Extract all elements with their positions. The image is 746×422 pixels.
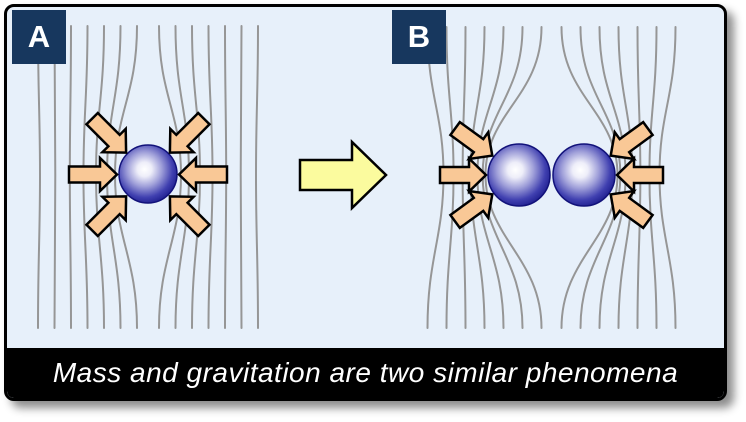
field-line bbox=[254, 25, 259, 329]
force-arrow-icon bbox=[448, 120, 494, 161]
gravitation-diagram bbox=[37, 25, 677, 329]
diagram-frame: A B Mass and gravitation are two similar… bbox=[4, 4, 727, 401]
force-arrow-icon bbox=[177, 155, 229, 194]
field-line bbox=[53, 25, 57, 329]
transition-arrow-icon bbox=[298, 139, 388, 211]
field-line bbox=[239, 25, 243, 329]
force-arrow-icon bbox=[67, 155, 119, 194]
force-arrow-icon bbox=[448, 189, 494, 230]
force-arrow-icon bbox=[609, 189, 655, 230]
field-line bbox=[37, 25, 42, 329]
mass-sphere-a bbox=[118, 144, 178, 204]
force-arrow-icon bbox=[84, 195, 128, 238]
panel-b-force-arrows bbox=[438, 120, 665, 230]
panel-a-force-arrows bbox=[67, 111, 229, 238]
right-arrow-icon bbox=[298, 139, 388, 211]
force-arrow-icon bbox=[84, 111, 128, 154]
force-arrow-icon bbox=[168, 195, 212, 238]
mass-sphere-b2 bbox=[552, 143, 616, 207]
force-arrow-icon bbox=[168, 111, 212, 154]
panel-a-label: A bbox=[12, 10, 66, 64]
force-arrow-icon bbox=[609, 120, 655, 161]
panel-b-label: B bbox=[392, 10, 446, 64]
caption-bar: Mass and gravitation are two similar phe… bbox=[7, 348, 724, 398]
mass-sphere-b1 bbox=[487, 143, 551, 207]
caption-text: Mass and gravitation are two similar phe… bbox=[52, 357, 679, 388]
mass-spheres bbox=[118, 143, 616, 207]
